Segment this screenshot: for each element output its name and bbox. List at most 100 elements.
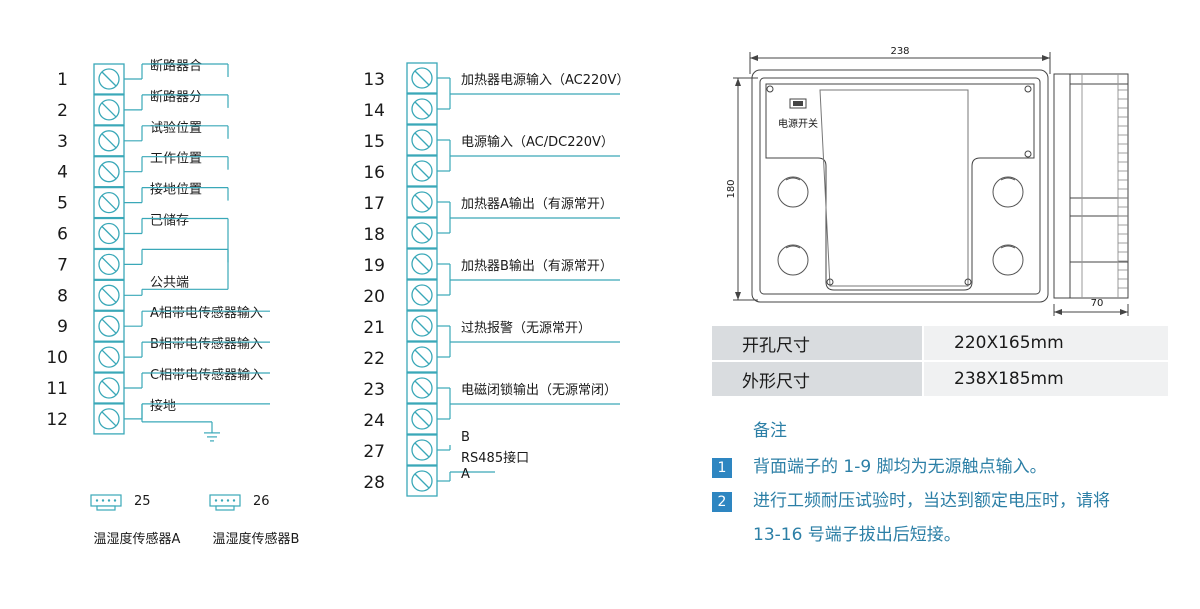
terminal-label: 已储存 — [150, 214, 189, 229]
terminal-number: 21 — [363, 318, 385, 338]
knob-hole-icon — [777, 244, 809, 276]
terminal-number: 4 — [57, 163, 68, 183]
terminal-label: A — [461, 467, 470, 482]
terminal-8 — [93, 279, 125, 311]
note-text: 进行工频耐压试验时，当达到额定电压时，请将 — [753, 491, 1110, 511]
terminal-label: RS485接口 — [461, 450, 529, 466]
terminal-18 — [406, 217, 438, 249]
terminal-number: 5 — [57, 194, 68, 214]
depth-label: 70 — [1091, 298, 1104, 309]
terminal-9 — [93, 310, 125, 342]
terminal-label: 公共端 — [150, 275, 189, 290]
terminal-23 — [406, 372, 438, 404]
spec-row: 开孔尺寸 220X165mm — [712, 326, 1168, 361]
terminal-number: 8 — [57, 286, 68, 306]
terminal-number: 17 — [363, 194, 385, 214]
terminal-number: 24 — [363, 411, 385, 431]
sensor-label: 温湿度传感器A — [94, 531, 181, 547]
terminal-label: 过热报警（无源常开） — [461, 320, 591, 336]
terminal-13 — [406, 62, 438, 94]
terminal-number: 27 — [363, 442, 385, 462]
terminal-number: 28 — [363, 473, 385, 493]
knob-hole-icon — [992, 176, 1024, 208]
terminal-number: 2 — [57, 101, 68, 121]
ground-icon — [204, 432, 220, 442]
terminal-label: 加热器电源输入（AC220V） — [461, 72, 629, 88]
terminal-label: 工作位置 — [150, 152, 202, 167]
sensor-connector-icon — [209, 494, 241, 511]
terminal-label: A相带电传感器输入 — [150, 305, 263, 321]
right-terminal-block: 13 14 15 16 17 18 19 20 21 22 23 24 27 28 加热器电源输入（AC22… — [363, 62, 629, 497]
sensor-number: 26 — [253, 494, 270, 509]
terminal-12 — [93, 403, 125, 435]
terminal-label: 试验位置 — [150, 120, 202, 136]
terminal-label: 接地 — [150, 398, 176, 414]
sensor-connectors: 25 温湿度传感器A 26 温湿度传感器B — [90, 494, 300, 547]
spec-row: 外形尺寸 238X185mm — [712, 360, 1168, 396]
terminal-10 — [93, 341, 125, 373]
sensor-connector-icon — [90, 494, 122, 511]
terminal-number: 1 — [57, 70, 68, 90]
spec-value: 220X165mm — [923, 326, 1168, 361]
power-switch-label: 电源开关 — [778, 117, 818, 130]
terminal-14 — [406, 93, 438, 125]
terminal-1 — [93, 63, 125, 95]
panel-dimension-drawing — [733, 52, 1129, 316]
terminal-number: 20 — [363, 287, 385, 307]
terminal-number: 9 — [57, 317, 68, 337]
terminal-27 — [406, 434, 438, 466]
terminal-number: 15 — [363, 132, 385, 152]
front-panel-outline — [751, 69, 1049, 303]
terminal-number: 14 — [363, 101, 385, 121]
terminal-19 — [406, 248, 438, 280]
terminal-label: 断路器合 — [150, 58, 202, 74]
terminal-label: C相带电传感器输入 — [150, 367, 263, 383]
side-view-outline — [1053, 73, 1129, 299]
terminal-number: 23 — [363, 380, 385, 400]
terminal-label: B相带电传感器输入 — [150, 336, 263, 352]
knob-hole-icon — [992, 244, 1024, 276]
terminal-label: 加热器B输出（有源常开） — [461, 258, 613, 274]
terminal-number: 11 — [46, 379, 68, 399]
note-text: 背面端子的 1-9 脚均为无源触点输入。 — [753, 457, 1047, 477]
note-text: 13-16 号端子拔出后短接。 — [753, 525, 961, 545]
terminal-number: 16 — [363, 163, 385, 183]
terminal-3 — [93, 125, 125, 157]
note-number-badge: 2 — [712, 492, 732, 512]
sensor-number: 25 — [134, 494, 151, 509]
terminal-2 — [93, 94, 125, 126]
terminal-number: 13 — [363, 70, 385, 90]
sensor-label: 温湿度传感器B — [213, 531, 300, 547]
power-switch-icon — [789, 98, 807, 109]
terminal-20 — [406, 279, 438, 311]
terminal-number: 7 — [57, 255, 68, 275]
terminal-15 — [406, 124, 438, 156]
terminal-label: 接地位置 — [150, 182, 202, 198]
terminal-16 — [406, 155, 438, 187]
spec-table: 开孔尺寸 220X165mm 外形尺寸 238X185mm — [712, 326, 1168, 396]
terminal-label: 电磁闭锁输出（无源常闭） — [461, 382, 617, 398]
terminal-28 — [406, 465, 438, 497]
terminal-number: 22 — [363, 349, 385, 369]
terminal-number: 10 — [46, 348, 68, 368]
knob-hole-icon — [777, 176, 809, 208]
terminal-label: B — [461, 430, 470, 445]
notes-title: 备注 — [753, 421, 787, 441]
terminal-21 — [406, 310, 438, 342]
spec-key: 开孔尺寸 — [712, 326, 924, 361]
terminal-number: 3 — [57, 132, 68, 152]
spec-key: 外形尺寸 — [712, 360, 924, 396]
height-label: 180 — [726, 179, 737, 198]
spec-value: 238X185mm — [923, 360, 1168, 396]
terminal-label: 电源输入（AC/DC220V） — [461, 134, 614, 150]
terminal-number: 19 — [363, 256, 385, 276]
terminal-24 — [406, 403, 438, 435]
terminal-5 — [93, 186, 125, 219]
terminal-11 — [93, 372, 125, 404]
terminal-6 — [93, 217, 125, 250]
terminal-number: 18 — [363, 225, 385, 245]
note-number-badge: 1 — [712, 458, 732, 478]
display-window — [765, 83, 1035, 291]
terminal-label: 断路器分 — [150, 89, 202, 105]
